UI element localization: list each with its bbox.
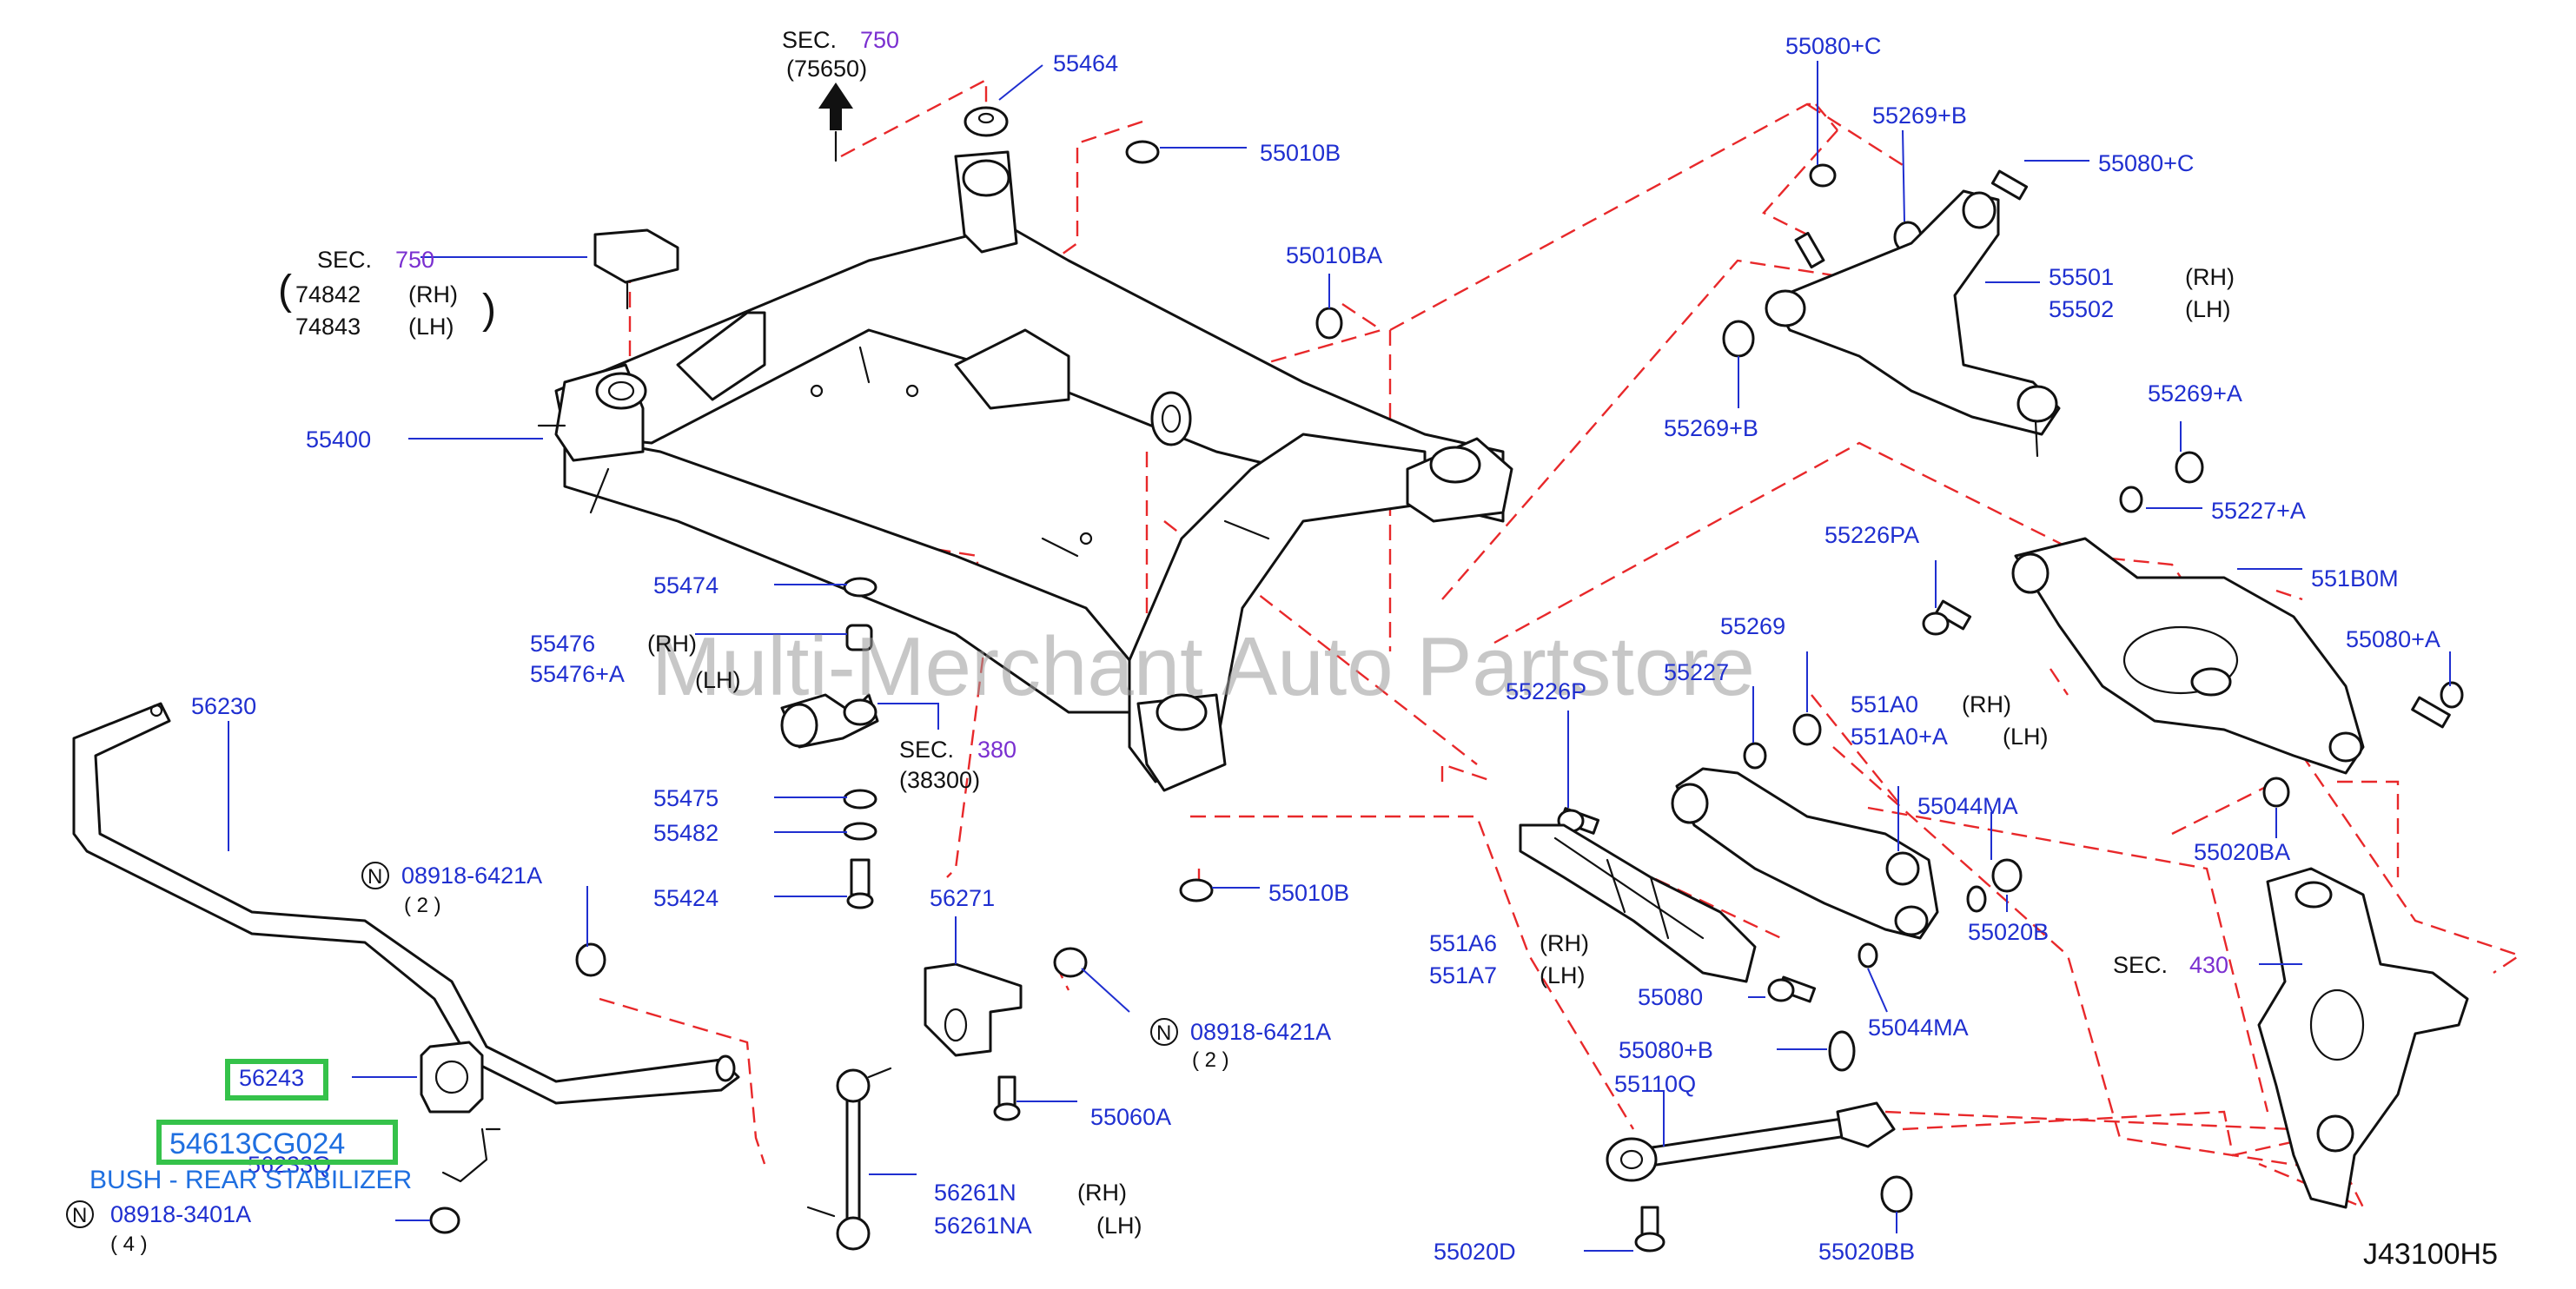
part-08918-6421a-top[interactable]: 08918-6421A — [401, 863, 542, 889]
sec-top-number[interactable]: 750 — [860, 27, 899, 53]
part-55476-rh: (RH) — [647, 631, 697, 657]
part-551b0m[interactable]: 551B0M — [2311, 565, 2399, 592]
sec-mid-number[interactable]: 380 — [977, 737, 1016, 763]
part-56261n-rh: (RH) — [1077, 1180, 1127, 1206]
sec-mid-sub: (38300) — [899, 767, 980, 793]
part-55464[interactable]: 55464 — [1053, 50, 1118, 76]
part-55080[interactable]: 55080 — [1638, 984, 1703, 1010]
part-55110q[interactable]: 55110Q — [1614, 1071, 1696, 1097]
bracket-open: ( — [278, 268, 292, 314]
highlight-box-56243[interactable] — [225, 1059, 328, 1101]
part-labels: SEC. 750 (75650) 55464 55010B 55010BA SE… — [66, 27, 2498, 1271]
part-55476a[interactable]: 55476+A — [530, 661, 625, 687]
part-55400[interactable]: 55400 — [306, 426, 371, 453]
qty-top: ( 2 ) — [404, 894, 441, 917]
part-55502-lh: (LH) — [2185, 296, 2231, 322]
sec-right-number[interactable]: 430 — [2189, 952, 2228, 978]
part-55020ba[interactable]: 55020BA — [2194, 839, 2290, 865]
part-56230[interactable]: 56230 — [191, 693, 256, 719]
highlight-description: BUSH - REAR STABILIZER — [89, 1166, 412, 1194]
sec-left-number[interactable]: 750 — [395, 247, 434, 273]
n-symbol-top-letter: N — [368, 865, 382, 889]
qty-mid: ( 2 ) — [1192, 1048, 1229, 1072]
highlight-box-part-number[interactable] — [156, 1120, 398, 1165]
part-55482[interactable]: 55482 — [653, 820, 718, 846]
part-08918-3401a[interactable]: 08918-3401A — [110, 1201, 251, 1227]
part-55010b-bottom[interactable]: 55010B — [1268, 880, 1349, 906]
part-56271[interactable]: 56271 — [930, 885, 995, 911]
part-55080c-right[interactable]: 55080+C — [2098, 150, 2194, 176]
part-74842: 74842 — [295, 281, 361, 307]
n-symbol-top — [361, 862, 389, 889]
highlight-part-number[interactable]: 54613CG024 — [169, 1127, 345, 1160]
part-551a6[interactable]: 551A6 — [1429, 930, 1497, 956]
part-56261na-lh: (LH) — [1096, 1213, 1142, 1239]
part-551a6-rh: (RH) — [1540, 930, 1589, 956]
part-55060a[interactable]: 55060A — [1090, 1104, 1171, 1130]
part-55269[interactable]: 55269 — [1720, 613, 1785, 639]
part-551a7-lh: (LH) — [1540, 962, 1586, 988]
part-55227a[interactable]: 55227+A — [2211, 498, 2306, 524]
diagram-id: J43100H5 — [2363, 1238, 2498, 1271]
part-74843: 74843 — [295, 314, 361, 340]
part-55226pa[interactable]: 55226PA — [1824, 522, 1919, 548]
part-55044ma-bottom[interactable]: 55044MA — [1868, 1015, 1969, 1041]
part-551a0[interactable]: 551A0 — [1851, 691, 1918, 717]
part-55080c-top[interactable]: 55080+C — [1785, 33, 1881, 59]
part-55269b-top[interactable]: 55269+B — [1872, 102, 1967, 129]
part-56243[interactable]: 56243 — [239, 1065, 304, 1091]
sec-top-label: SEC. — [782, 27, 837, 53]
part-56261na[interactable]: 56261NA — [934, 1213, 1032, 1239]
part-55020b[interactable]: 55020B — [1968, 919, 2049, 945]
part-55502[interactable]: 55502 — [2049, 296, 2114, 322]
part-55020d[interactable]: 55020D — [1434, 1239, 1516, 1265]
n-symbol-mid — [1150, 1018, 1178, 1046]
part-55080a[interactable]: 55080+A — [2346, 626, 2440, 652]
part-55010ba[interactable]: 55010BA — [1286, 242, 1382, 268]
leader-lines — [228, 61, 2451, 1252]
part-551a0-rh: (RH) — [1962, 691, 2011, 717]
part-55044ma-top[interactable]: 55044MA — [1917, 793, 2018, 819]
sec-mid-label: SEC. — [899, 737, 954, 763]
n-symbol-bottom — [66, 1200, 94, 1228]
part-08918-6421a-mid[interactable]: 08918-6421A — [1190, 1019, 1331, 1045]
rear-subframe — [537, 150, 1513, 792]
part-55010b-top[interactable]: 55010B — [1260, 140, 1341, 166]
part-55080b[interactable]: 55080+B — [1619, 1037, 1713, 1063]
part-55226p[interactable]: 55226P — [1506, 678, 1586, 704]
sec-top-sub: (75650) — [786, 56, 867, 82]
part-55476[interactable]: 55476 — [530, 631, 595, 657]
n-symbol-bottom-letter: N — [72, 1204, 87, 1227]
part-551a7[interactable]: 551A7 — [1429, 962, 1497, 988]
part-55476a-lh: (LH) — [695, 667, 741, 693]
part-55501-rh: (RH) — [2185, 264, 2235, 290]
part-551a0a[interactable]: 551A0+A — [1851, 724, 1948, 750]
qty-bottom: ( 4 ) — [110, 1233, 148, 1256]
hardware — [72, 83, 2469, 1253]
part-56261n[interactable]: 56261N — [934, 1180, 1016, 1206]
highlight-overlay: 54613CG024 BUSH - REAR STABILIZER — [89, 1059, 412, 1194]
sec-left-label: SEC. — [317, 247, 372, 273]
part-74842-side: (RH) — [408, 281, 458, 307]
part-551a0a-lh: (LH) — [2003, 724, 2049, 750]
n-symbol-mid-letter: N — [1156, 1021, 1171, 1045]
part-55020bb[interactable]: 55020BB — [1818, 1239, 1915, 1265]
watermark: Multi-Merchant Auto Partstore — [652, 620, 1755, 713]
part-74843-side: (LH) — [408, 314, 454, 340]
part-55475[interactable]: 55475 — [653, 785, 718, 811]
bracket-close: ) — [482, 287, 496, 333]
part-55227[interactable]: 55227 — [1664, 659, 1729, 685]
part-55474[interactable]: 55474 — [653, 572, 718, 598]
part-55501[interactable]: 55501 — [2049, 264, 2114, 290]
sec-right-label: SEC. — [2113, 952, 2168, 978]
part-55424[interactable]: 55424 — [653, 885, 718, 911]
part-55269a[interactable]: 55269+A — [2148, 380, 2242, 407]
part-55269b-left[interactable]: 55269+B — [1664, 415, 1758, 441]
